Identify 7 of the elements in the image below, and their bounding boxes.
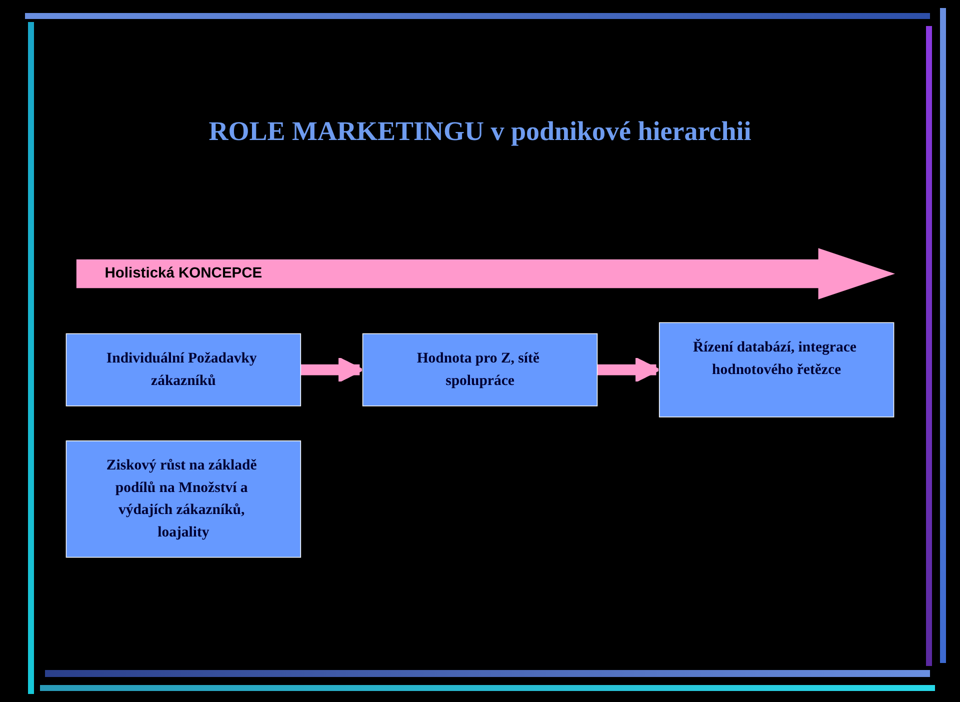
title: ROLE MARKETINGU v podnikové hierarchii	[208, 116, 752, 147]
node-box: Ziskový růst na základě podílů na Množství a výdajích zákazníků, loajality	[66, 440, 302, 558]
node-box: Hodnota pro Z, sítě spolupráce	[362, 333, 598, 406]
node-box: Řízení databází, integrace hodnotového řetězce	[658, 322, 894, 418]
node-box: Individuální Požadavky zákazníků	[66, 333, 302, 406]
arrow	[300, 357, 364, 383]
arrow	[596, 357, 660, 383]
